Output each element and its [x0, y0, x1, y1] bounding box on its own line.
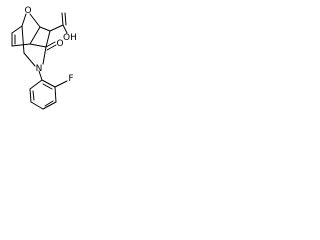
bond-n-ccarbonyl — [42, 46, 47, 65]
bond-carbonyl-o-inner — [46, 44, 57, 51]
carboxylic-acid-group — [49, 12, 68, 34]
bond-junction-ccarbonyl — [29, 43, 47, 48]
atom-label-nitrogen: N — [36, 64, 43, 74]
bond-alkene-bridgehead-right — [11, 43, 31, 47]
chemical-structure: O OH O N F — [11, 6, 77, 110]
bond-aryl-inner-3 — [42, 83, 53, 90]
bond-aryl-3 — [30, 101, 44, 110]
bond-bridgehead-left-alkene — [11, 25, 23, 34]
bond-o-bridgehead-right — [29, 13, 41, 28]
bond-o-bridgehead-left — [21, 13, 27, 27]
bond-aryl-inner-1 — [32, 90, 35, 101]
bond-aryl-inner-2 — [44, 100, 54, 107]
bond-cacid-ccarbonyl — [45, 30, 51, 48]
lactam-ring — [23, 41, 57, 67]
bond-bridgehead-left-ch2 — [21, 25, 25, 54]
atom-label-carbonyl-oxygen: O — [56, 39, 63, 49]
bond-cooh-carbonyl-o-inner — [64, 12, 67, 26]
bond-aryl-5 — [54, 86, 57, 103]
bond-bridgehead-right-cacid — [39, 26, 51, 32]
bond-aryl-2 — [29, 88, 32, 103]
bond-ch2-n — [23, 52, 36, 67]
atom-label-hydroxyl: OH — [63, 33, 77, 43]
bicyclic-core — [11, 13, 51, 54]
atom-label-bridge-oxygen: O — [24, 6, 31, 16]
bond-n-aryl — [38, 70, 43, 81]
bond-cacid-cooh — [49, 24, 64, 32]
atom-label-fluorine: F — [68, 74, 73, 84]
bond-aryl-6 — [41, 79, 56, 88]
bond-cooh-oh — [62, 24, 68, 34]
bond-aryl-1 — [29, 79, 43, 90]
bond-cooh-carbonyl-o — [61, 12, 64, 26]
bond-bridgehead-right-junction — [29, 26, 41, 45]
bond-aryl-f — [54, 80, 68, 88]
fluorophenyl-ring — [29, 70, 68, 110]
bond-carbonyl-o — [45, 41, 56, 48]
bond-aryl-4 — [42, 101, 57, 110]
